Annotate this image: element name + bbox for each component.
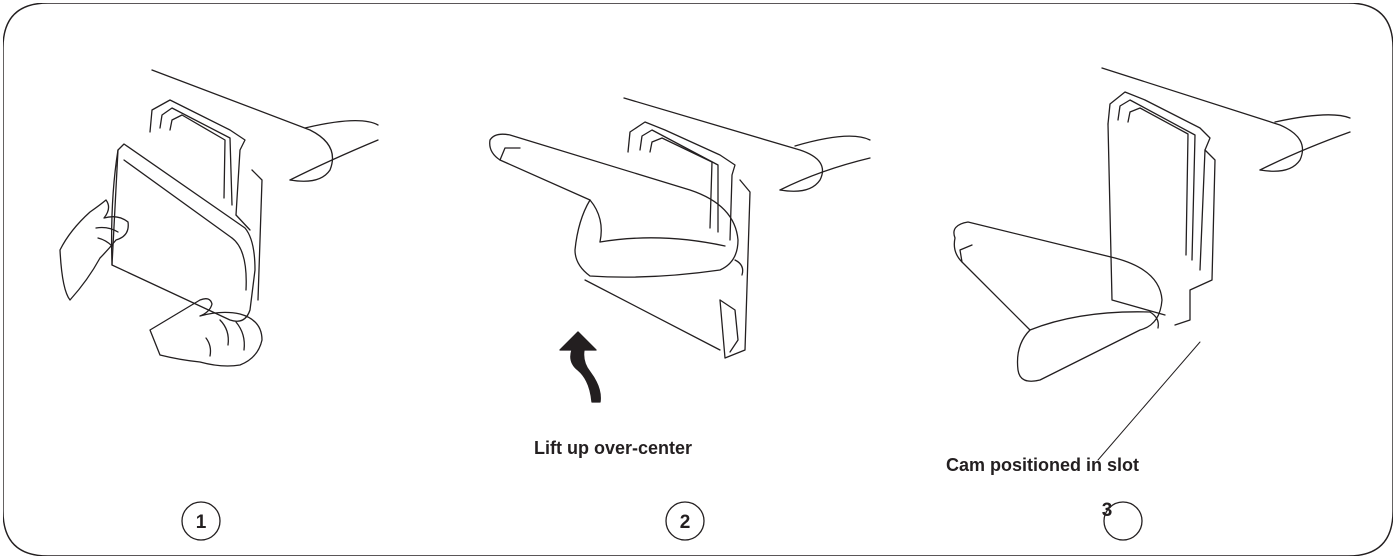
step-2-caption: Lift up over-center bbox=[534, 438, 693, 458]
mount-bracket-2 bbox=[627, 121, 736, 241]
lift-arrow[interactable] bbox=[559, 331, 601, 403]
table-edge bbox=[151, 69, 334, 182]
table-edge-2 bbox=[623, 97, 824, 192]
step-badge-3: 3 bbox=[1102, 500, 1143, 541]
right-hand bbox=[149, 298, 263, 367]
svg-text:3: 3 bbox=[1102, 500, 1113, 521]
svg-text:1: 1 bbox=[196, 512, 207, 533]
step-badge-1: 1 bbox=[181, 501, 221, 541]
panel-3-illustration bbox=[953, 67, 1351, 461]
callout-leader bbox=[1097, 341, 1201, 461]
step-badge-2: 2 bbox=[665, 501, 705, 541]
flat-seat bbox=[953, 221, 1163, 382]
lifted-seat bbox=[489, 133, 739, 278]
rear-plate-3 bbox=[1107, 123, 1166, 316]
folded-panel bbox=[111, 143, 256, 322]
table-edge-3 bbox=[1101, 67, 1304, 172]
panel-2-illustration bbox=[489, 97, 871, 403]
left-hand bbox=[59, 199, 129, 301]
diagram-frame: 1 2 3 bbox=[3, 3, 1393, 556]
mount-bracket-3 bbox=[1107, 91, 1211, 271]
rear-plate bbox=[719, 179, 751, 359]
svg-text:2: 2 bbox=[680, 512, 691, 533]
outer-border bbox=[3, 3, 1393, 556]
panel-1-illustration bbox=[59, 69, 379, 367]
step-3-caption: Cam positioned in slot bbox=[946, 455, 1140, 475]
mount-bracket bbox=[149, 99, 246, 216]
